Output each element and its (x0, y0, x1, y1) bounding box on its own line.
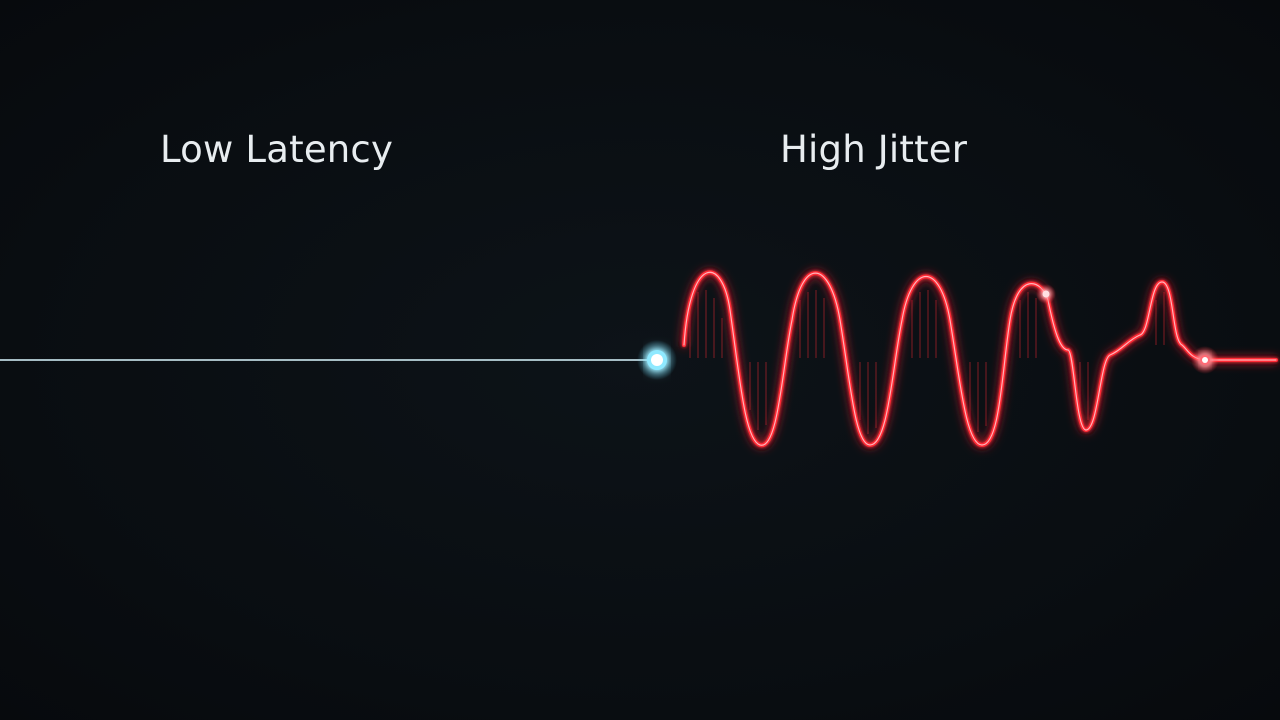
high-jitter-endpoint-dot (1191, 346, 1219, 374)
jitter-peak-dot (1036, 284, 1056, 304)
low-latency-label: Low Latency (160, 128, 394, 171)
jitter-wave-echo-lines (689, 290, 1165, 434)
high-jitter-wave (682, 270, 1278, 448)
high-jitter-label: High Jitter (780, 128, 968, 171)
low-latency-endpoint-dot (637, 340, 677, 380)
